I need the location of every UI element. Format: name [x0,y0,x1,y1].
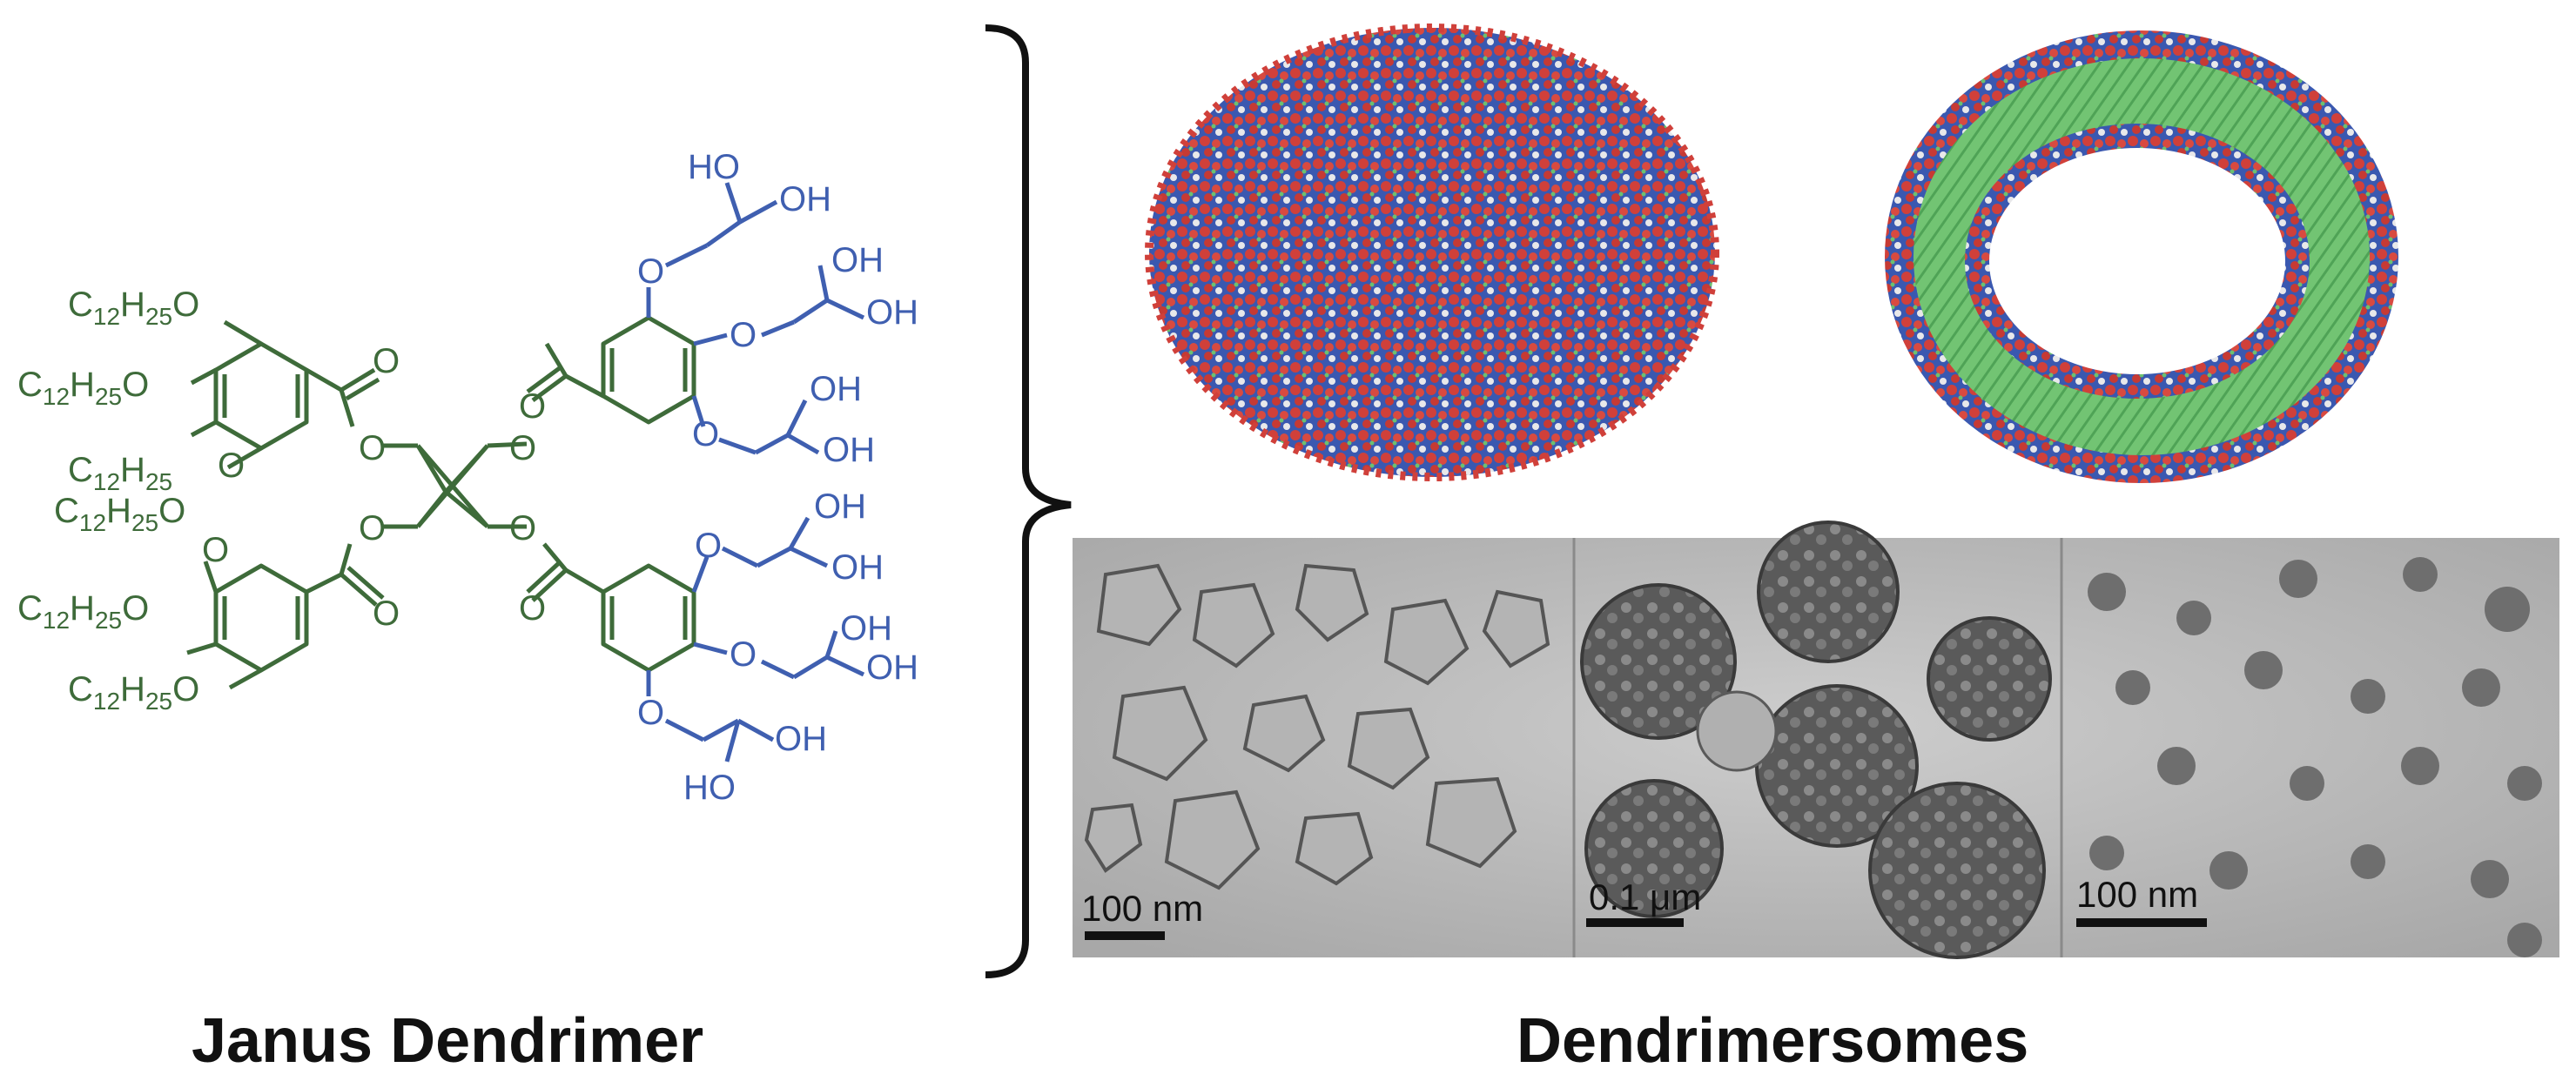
hydroxyl-label: OH [840,609,892,648]
ester-oxygen: O [509,429,536,467]
ester-oxygen: O [359,509,386,547]
tem-panel-polyhedral [1084,563,1550,890]
carbonyl-oxygen: O [373,594,400,633]
hydroxyl-label: OH [866,293,918,332]
alkyl-chain-labels: C12H25O C12H25O C12H25 C12H25O C12H25O C… [17,285,245,715]
tem-micrograph-strip: 100 nm 0.1 μm 100 nm [1073,520,2559,959]
hydroxyl-label: OH [823,431,875,469]
vesicle-exterior-rendering [1145,24,1719,481]
scale-bar-label: 0.1 μm [1589,876,1701,917]
alkyl-chain-label: C12H25 [68,451,172,495]
hydroxyl-label: OH [831,241,884,279]
alkyl-chain-label: C12H25O [68,285,199,330]
tem-panel-multilamellar [1580,520,2052,959]
caption-dendrimersomes: Dendrimersomes [1517,1006,2028,1076]
scale-bar-label: 100 nm [1081,888,1203,929]
alkyl-chain-label: C12H25O [68,670,199,715]
tem-panel-small-vesicles [2088,557,2542,957]
hydroxyl-label: OH [810,370,862,408]
ether-oxygen: O [637,694,664,732]
ester-oxygen-labels: O O O O O O O O [359,342,546,633]
carbonyl-oxygen: O [373,342,400,380]
hydrophobic-bonds [186,315,696,690]
carbonyl-oxygen: O [519,589,546,628]
alkyl-chain-label: C12H25O [17,589,149,634]
ether-oxygen: O [692,415,719,453]
scale-bar-label: 100 nm [2076,874,2198,915]
scale-bar-panel-1: 100 nm [1081,888,1203,940]
hydrophilic-bonds [646,182,865,762]
hydroxyl-label: HO [688,148,740,186]
ether-oxygen: O [730,316,757,354]
vesicle-cross-section-rendering [1885,30,2398,483]
alkyl-chain-oxygen: O [202,531,229,569]
ester-oxygen: O [359,429,386,467]
glycerol-labels: O HO OH O OH OH O OH OH O OH OH O OH OH … [637,148,918,807]
hydroxyl-label: OH [775,720,827,758]
scale-bar-panel-2: 0.1 μm [1586,876,1701,927]
grouping-bracket [985,24,1072,978]
alkyl-chain-label: C12H25O [54,492,185,536]
caption-janus-dendrimer: Janus Dendrimer [192,1006,703,1076]
alkyl-chain-label: C12H25O [17,366,149,410]
hydroxyl-label: OH [866,648,918,687]
ether-oxygen: O [730,635,757,674]
ether-oxygen: O [637,252,664,291]
janus-dendrimer-structure: C12H25O C12H25O C12H25 C12H25O C12H25O C… [17,148,918,807]
scale-bar-panel-3: 100 nm [2076,874,2207,927]
hydroxyl-label: OH [814,487,866,526]
hydroxyl-label: OH [779,180,831,218]
alkyl-chain-oxygen: O [218,447,245,485]
hydroxyl-label: OH [831,548,884,587]
ester-oxygen: O [509,509,536,547]
carbonyl-oxygen: O [519,387,546,426]
hydroxyl-label: HO [683,769,736,807]
ether-oxygen: O [695,527,722,565]
